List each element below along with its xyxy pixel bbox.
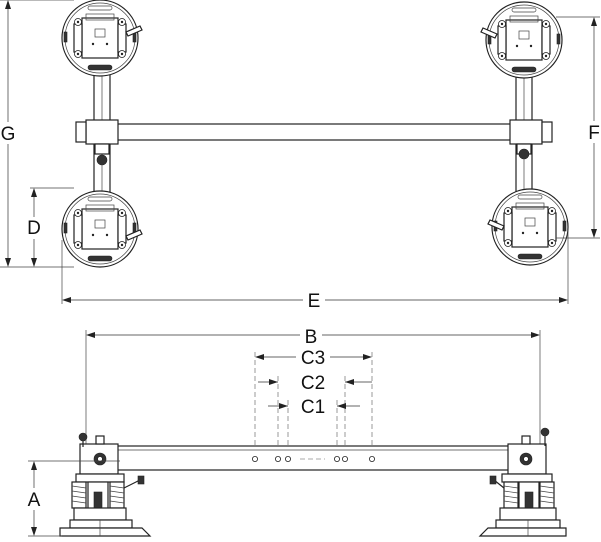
- left-knob-icon: [96, 154, 108, 166]
- side-beam: [85, 445, 541, 471]
- dim-label-f: F: [588, 123, 600, 144]
- dim-label-d: D: [27, 218, 41, 239]
- pad-top-left: [61, 0, 139, 77]
- right-clamp: [509, 119, 543, 145]
- top-beam: [79, 123, 547, 141]
- side-view: B C3 C2 C1: [24, 325, 567, 537]
- pad-bottom-left: [61, 190, 139, 268]
- dim-label-c3: C3: [301, 348, 325, 369]
- dim-label-c2: C2: [301, 373, 325, 394]
- top-view: G D F E: [0, 0, 601, 312]
- pad-top-right: [485, 1, 563, 79]
- left-spring-b: [109, 481, 125, 509]
- dim-label-c1: C1: [301, 397, 325, 418]
- right-suction-pad: [478, 527, 567, 537]
- right-spring-a: [503, 481, 519, 509]
- dim-label-b: B: [305, 327, 318, 348]
- right-spring-b: [539, 481, 555, 509]
- right-knob-icon: [518, 148, 530, 160]
- dim-label-a: A: [28, 490, 41, 511]
- dim-label-g: G: [1, 124, 16, 145]
- left-clamp: [85, 119, 119, 145]
- left-spring-a: [71, 481, 87, 509]
- left-suction-pad: [59, 527, 152, 537]
- dim-label-e: E: [308, 291, 321, 312]
